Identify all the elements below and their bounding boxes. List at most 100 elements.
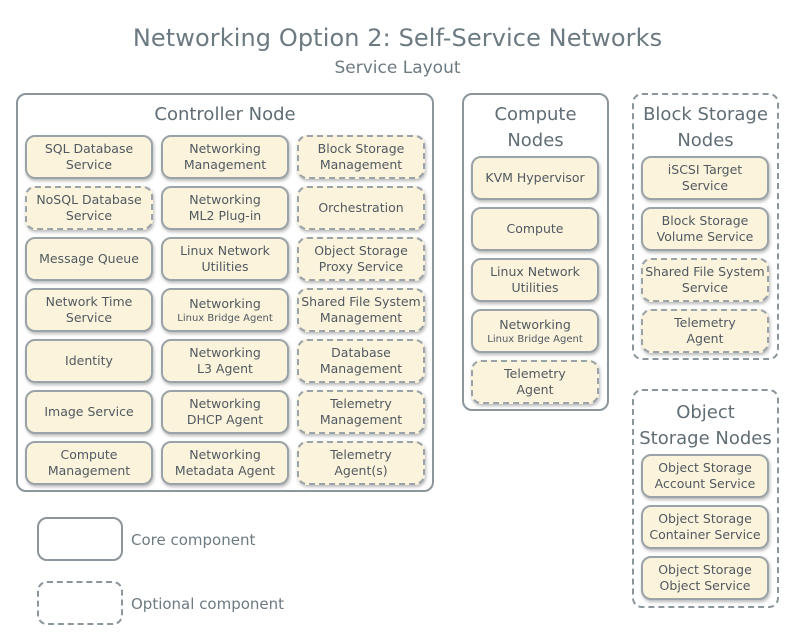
component-sublabel: Management: [319, 412, 403, 427]
component-label: Block Storage: [317, 141, 405, 156]
component-sublabel: Object Service: [659, 578, 751, 593]
image-service-component: Image Service: [25, 390, 153, 434]
component-label: Object Storage: [658, 562, 752, 577]
component-label: Networking: [499, 316, 571, 332]
component-label: Identity: [65, 353, 113, 368]
compute-nodes-title-line1: Compute: [494, 104, 577, 125]
component-sublabel: Account Service: [654, 476, 756, 491]
component-label: Object Storage: [658, 460, 752, 475]
component-sublabel: Service: [65, 157, 113, 172]
component-sublabel: Utilities: [201, 259, 249, 274]
component-label: Telemetry: [504, 366, 566, 381]
component-label: iSCSI Target: [667, 162, 743, 177]
component-label: Message Queue: [39, 251, 139, 266]
component-label: Image Service: [44, 404, 134, 419]
compute-nodes-title-line2: Nodes: [507, 130, 564, 151]
component-label: Database: [331, 345, 391, 360]
component-label: Networking: [189, 447, 261, 462]
component-sublabel: Service: [65, 208, 113, 223]
block-storage-nodes-title-line2: Nodes: [677, 130, 734, 151]
component-sublabel: Utilities: [511, 280, 559, 295]
component-sublabel: Linux Bridge Agent: [487, 333, 583, 345]
diagram-subtitle: Service Layout: [334, 58, 461, 78]
component-label: Linux Network: [490, 264, 580, 279]
component-sublabel: Service: [681, 280, 729, 295]
legend-optional-label: Optional component: [131, 595, 285, 613]
component-sublabel: Volume Service: [656, 229, 754, 244]
component-label: Network Time: [45, 294, 133, 309]
component-sublabel: Management: [319, 310, 403, 325]
component-sublabel: Management: [319, 157, 403, 172]
orchestration-component: Orchestration: [297, 186, 425, 230]
component-label: Block Storage: [661, 213, 749, 228]
component-label: Shared File System: [645, 264, 765, 279]
component-sublabel: Metadata Agent: [174, 463, 276, 478]
component-label: Linux Network: [180, 243, 270, 258]
component-sublabel: Linux Bridge Agent: [177, 312, 273, 324]
compute-nodes-title: Compute Nodes: [464, 102, 607, 154]
component-label: Orchestration: [318, 200, 404, 215]
component-label: Networking: [189, 192, 261, 207]
component-sublabel: ML2 Plug-in: [188, 208, 262, 223]
block-storage-nodes-title-line1: Block Storage: [643, 104, 768, 125]
object-storage-nodes-title-line1: Object: [676, 402, 735, 423]
component-sublabel: Agent: [686, 331, 724, 346]
component-sublabel: Management: [319, 361, 403, 376]
component-label: Compute: [60, 447, 118, 462]
legend-core-swatch: [37, 517, 123, 561]
component-label: Networking: [189, 396, 261, 411]
message-queue-component: Message Queue: [25, 237, 153, 281]
component-sublabel: Agent: [516, 382, 554, 397]
component-label: KVM Hypervisor: [485, 170, 585, 185]
legend-core-label: Core component: [131, 531, 256, 549]
component-sublabel: Container Service: [649, 527, 761, 542]
component-label: Networking: [189, 141, 261, 156]
component-label: Compute: [506, 221, 564, 236]
component-sublabel: Service: [65, 310, 113, 325]
component-sublabel: L3 Agent: [197, 361, 253, 376]
component-label: Telemetry: [330, 396, 392, 411]
compute-component: Compute: [471, 207, 599, 251]
component-label: Telemetry: [330, 447, 392, 462]
object-storage-nodes-title: Object Storage Nodes: [634, 400, 777, 452]
component-sublabel: DHCP Agent: [186, 412, 264, 427]
kvm-hypervisor-component: KVM Hypervisor: [471, 156, 599, 200]
controller-node-title: Controller Node: [154, 104, 296, 125]
component-sublabel: Proxy Service: [318, 259, 404, 274]
diagram-title: Networking Option 2: Self-Service Networ…: [132, 24, 663, 52]
component-label: Networking: [189, 345, 261, 360]
block-storage-nodes-title: Block Storage Nodes: [634, 102, 777, 154]
legend-optional-swatch: [37, 581, 123, 625]
component-label: NoSQL Database: [36, 192, 142, 207]
component-sublabel: Management: [47, 463, 131, 478]
object-storage-nodes-title-line2: Storage Nodes: [639, 428, 772, 449]
component-label: Shared File System: [301, 294, 421, 309]
